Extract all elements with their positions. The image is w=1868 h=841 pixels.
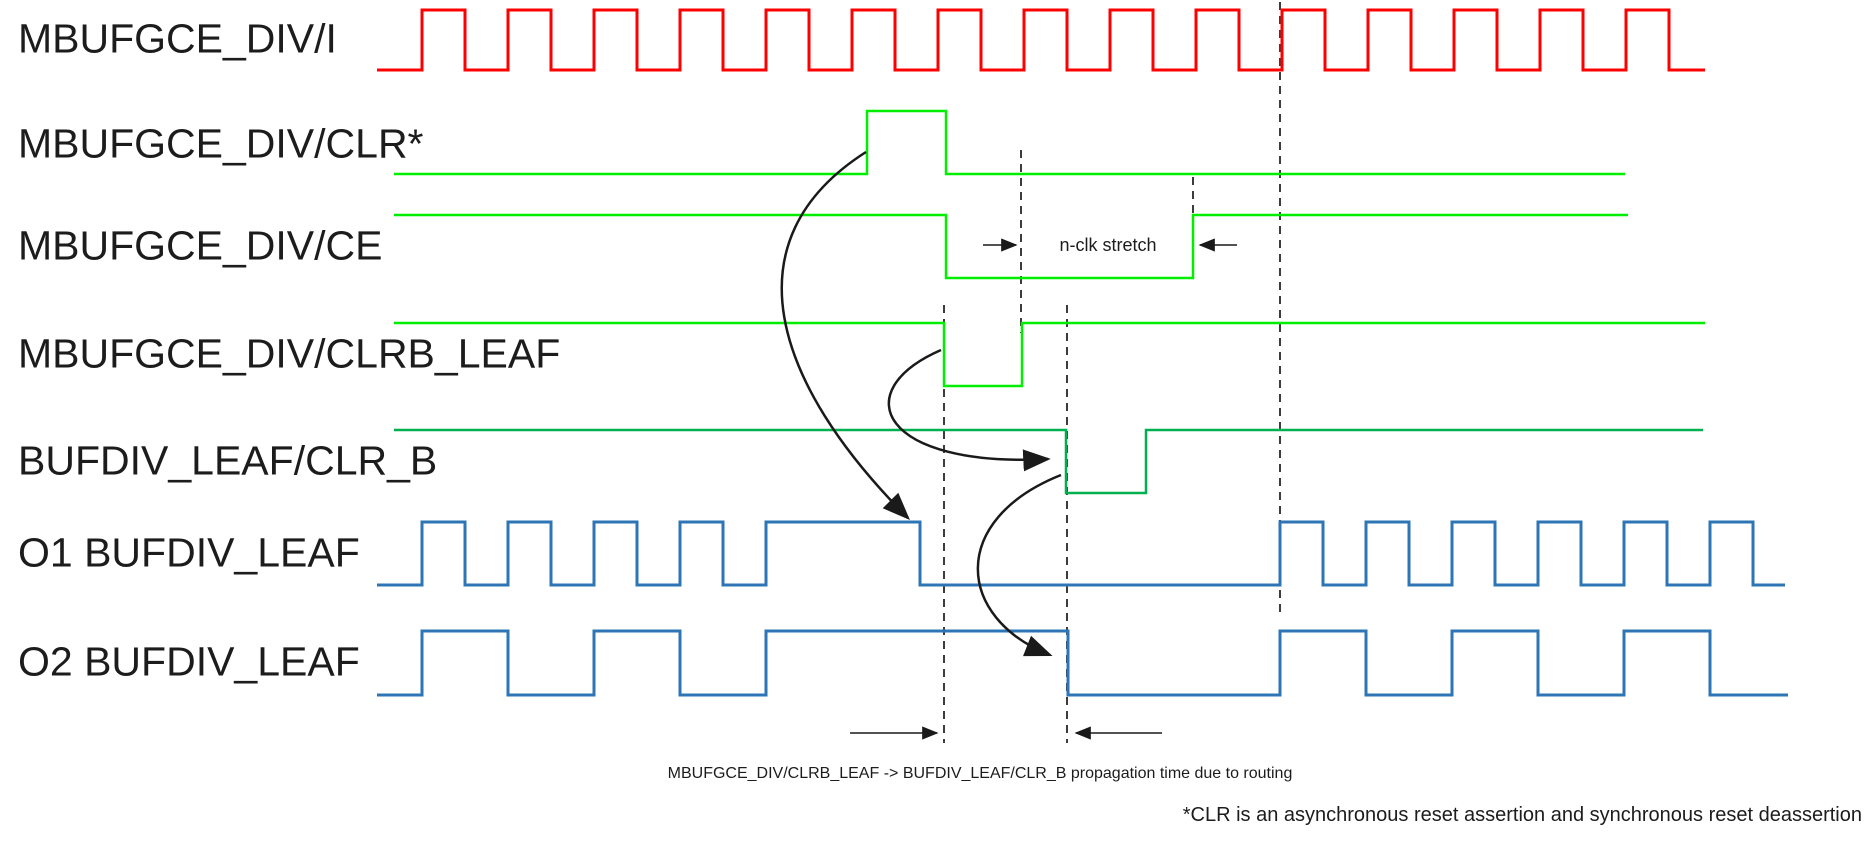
n-clk-stretch-label: n-clk stretch	[1059, 235, 1157, 255]
signal-label-mbufgce-div-clr: MBUFGCE_DIV/CLR*	[18, 120, 424, 167]
signal-mbufgce-div-i	[377, 8, 1705, 72]
signal-o2-bufdiv-leaf	[377, 629, 1788, 697]
signal-o1-bufdiv-leaf	[377, 520, 1785, 587]
signal-waveforms	[377, 8, 1788, 697]
curved-arrow-clr-to-o1	[780, 150, 910, 520]
signal-mbufgce-div-clrb-leaf	[394, 321, 1705, 388]
signal-mbufgce-div-clr	[394, 109, 1625, 176]
signal-label-o1-bufdiv-leaf: O1 BUFDIV_LEAF	[18, 529, 360, 576]
signal-label-mbufgce-div-ce: MBUFGCE_DIV/CE	[18, 222, 383, 269]
signal-label-mbufgce-div-clrb-leaf: MBUFGCE_DIV/CLRB_LEAF	[18, 330, 561, 377]
signal-bufdiv-leaf-clr-b	[394, 428, 1703, 495]
signal-label-mbufgce-div-i: MBUFGCE_DIV/I	[18, 15, 337, 62]
signal-label-bufdiv-leaf-clr-b: BUFDIV_LEAF/CLR_B	[18, 437, 438, 484]
clr-reset-note: *CLR is an asynchronous reset assertion …	[1182, 804, 1862, 826]
signal-label-o2-bufdiv-leaf: O2 BUFDIV_LEAF	[18, 638, 360, 685]
signal-mbufgce-div-ce	[394, 213, 1628, 280]
curved-arrow-clrb-to-o2	[976, 473, 1062, 657]
curved-arrow-clrb-to-clrb	[887, 348, 1051, 472]
propagation-annotation: MBUFGCE_DIV/CLRB_LEAF -> BUFDIV_LEAF/CLR…	[667, 765, 1293, 782]
annotation-arrows	[780, 150, 1237, 740]
